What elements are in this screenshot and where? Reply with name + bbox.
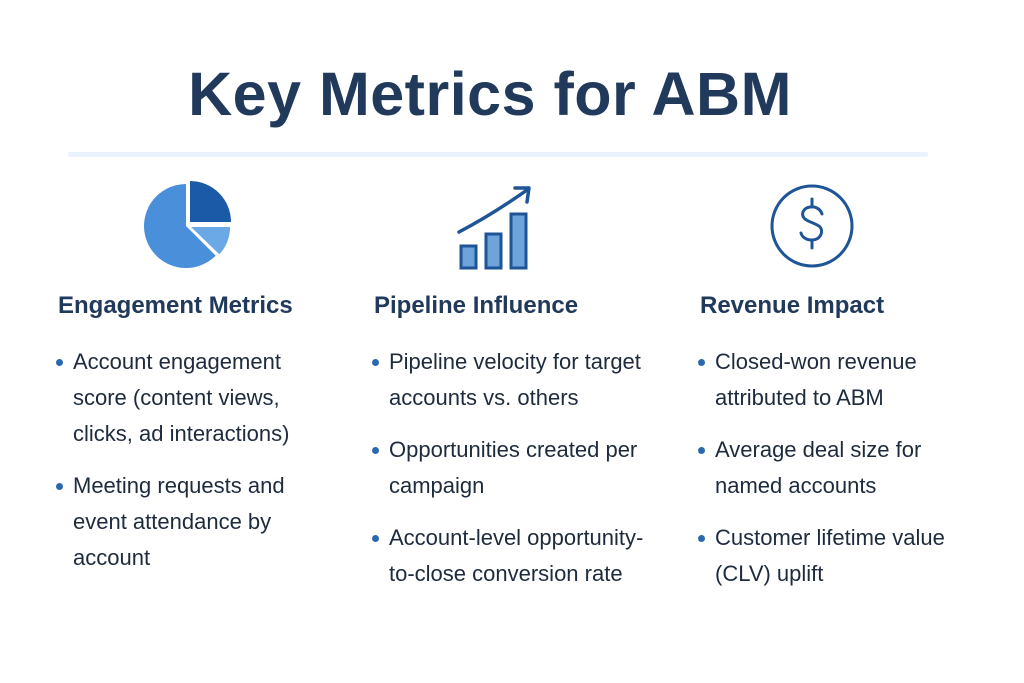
- list-item-text: Pipeline velocity for target accounts vs…: [389, 349, 641, 410]
- list-item: Account engagement score (content views,…: [52, 344, 320, 452]
- list-item: Meeting requests and event attendance by…: [52, 468, 320, 576]
- list-item: Account-level opportunity-to-close conve…: [368, 520, 668, 592]
- list-item-text: Closed-won revenue attributed to ABM: [715, 349, 917, 410]
- list-item-text: Customer lifetime value (CLV) uplift: [715, 525, 945, 586]
- bullet-dot-icon: [56, 483, 63, 490]
- bullet-dot-icon: [698, 447, 705, 454]
- list-item: Customer lifetime value (CLV) uplift: [694, 520, 984, 592]
- bullet-dot-icon: [698, 535, 705, 542]
- pipeline-influence-heading: Pipeline Influence: [374, 292, 579, 319]
- bullet-dot-icon: [372, 535, 379, 542]
- list-item: Closed-won revenue attributed to ABM: [694, 344, 984, 416]
- revenue-impact-heading: Revenue Impact: [700, 292, 885, 319]
- pie-chart-icon: [140, 178, 236, 274]
- list-item-text: Meeting requests and event attendance by…: [73, 473, 285, 570]
- list-item-text: Average deal size for named accounts: [715, 437, 922, 498]
- engagement-metrics-list: Account engagement score (content views,…: [52, 344, 320, 592]
- bullet-dot-icon: [698, 359, 705, 366]
- dollar-circle-icon: [764, 178, 860, 274]
- bullet-dot-icon: [372, 447, 379, 454]
- bullet-dot-icon: [56, 359, 63, 366]
- list-item-text: Account-level opportunity-to-close conve…: [389, 525, 644, 586]
- page-title: Key Metrics for ABM: [188, 60, 792, 128]
- engagement-metrics-heading: Engagement Metrics: [58, 292, 293, 319]
- revenue-impact-list: Closed-won revenue attributed to ABM Ave…: [694, 344, 984, 608]
- list-item: Opportunities created per campaign: [368, 432, 668, 504]
- bullet-dot-icon: [372, 359, 379, 366]
- list-item: Average deal size for named accounts: [694, 432, 984, 504]
- list-item: Pipeline velocity for target accounts vs…: [368, 344, 668, 416]
- pipeline-influence-list: Pipeline velocity for target accounts vs…: [368, 344, 668, 608]
- title-divider: [68, 152, 928, 157]
- bar-chart-growth-icon: [450, 178, 546, 274]
- list-item-text: Opportunities created per campaign: [389, 437, 638, 498]
- list-item-text: Account engagement score (content views,…: [73, 349, 290, 446]
